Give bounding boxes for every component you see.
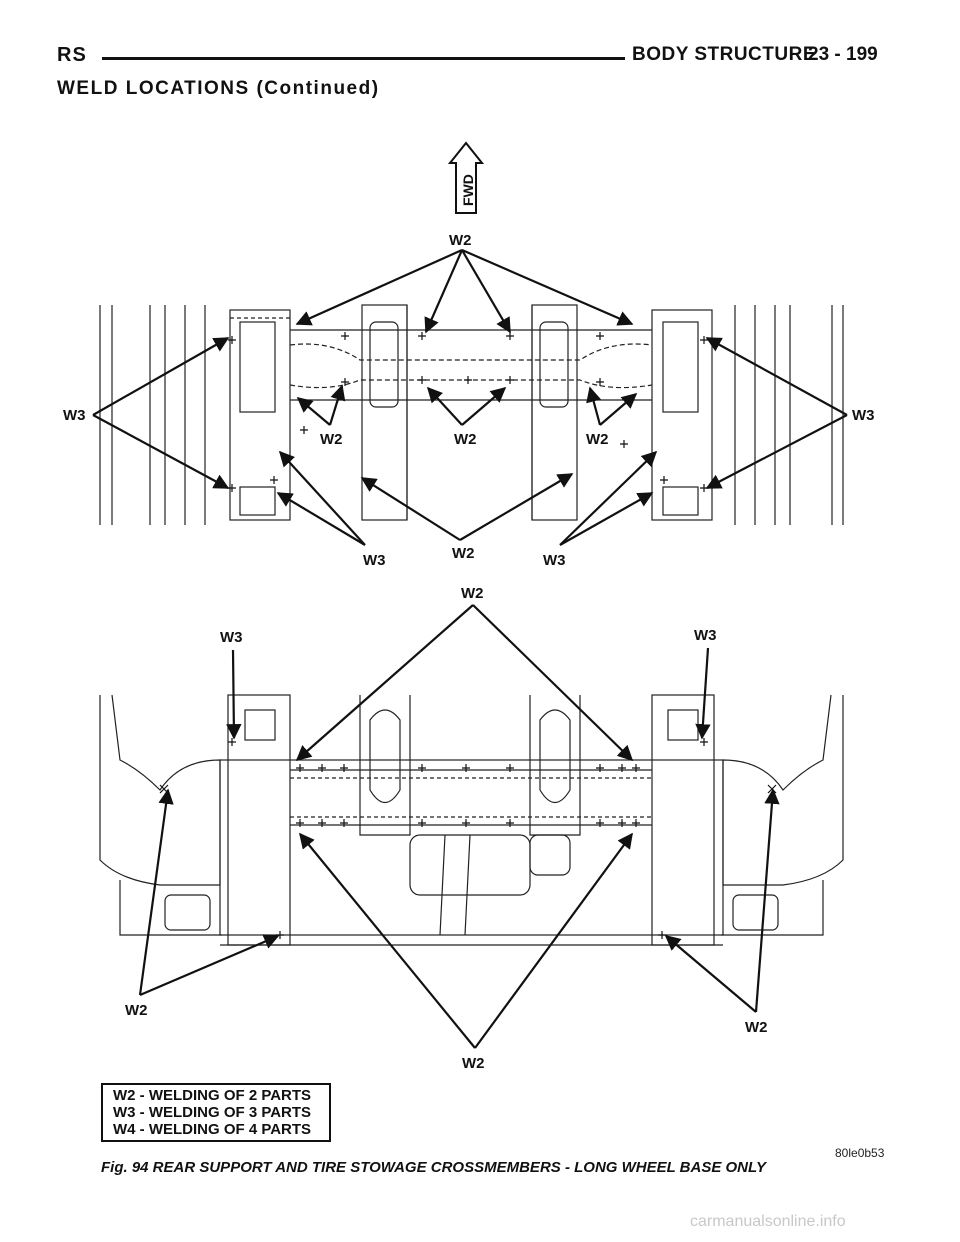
forward-arrow-icon: FWD	[447, 141, 485, 214]
weld-legend-box: W2 - WELDING OF 2 PARTS W3 - WELDING OF …	[101, 1083, 331, 1142]
callout-w2-lower-right: W2	[745, 1019, 768, 1036]
figure-caption: Fig. 94 REAR SUPPORT AND TIRE STOWAGE CR…	[101, 1159, 767, 1176]
top-view-structure	[99, 304, 844, 525]
header-section-title: BODY STRUCTURE	[632, 44, 816, 65]
callout-w2-bottom-center: W2	[452, 545, 475, 562]
callout-w3-bottom-right: W3	[543, 552, 566, 569]
callout-w2-mid-right: W2	[586, 431, 609, 448]
top-callout-leaders	[92, 248, 848, 546]
callout-w3-lower-left: W3	[220, 629, 243, 646]
fwd-label: FWD	[460, 174, 476, 206]
bottom-view-structure	[99, 694, 844, 946]
callout-w3-bottom-left: W3	[363, 552, 386, 569]
callout-w3-right: W3	[852, 407, 875, 424]
callout-w2-top: W2	[449, 232, 472, 249]
callout-w2-lower-bottom: W2	[462, 1055, 485, 1072]
callout-w2-mid-left: W2	[320, 431, 343, 448]
watermark-text: carmanualsonline.info	[690, 1213, 846, 1230]
legend-entry-w2: W2 - WELDING OF 2 PARTS	[113, 1087, 312, 1104]
callout-w3-left: W3	[63, 407, 86, 424]
bottom-callout-leaders	[138, 604, 780, 1049]
figure-code: 80le0b53	[835, 1146, 885, 1160]
callout-w2-lower-top: W2	[461, 585, 484, 602]
callout-w2-lower-left: W2	[125, 1002, 148, 1019]
header-rule	[102, 57, 625, 60]
section-subheading: WELD LOCATIONS (Continued)	[57, 78, 380, 99]
legend-entry-w4: W4 - WELDING OF 4 PARTS	[113, 1121, 312, 1138]
top-weld-marks	[228, 332, 708, 492]
callout-w3-lower-right: W3	[694, 627, 717, 644]
header-manual-code: RS	[57, 44, 87, 66]
bottom-weld-marks	[159, 738, 777, 939]
callout-w2-mid-center: W2	[454, 431, 477, 448]
header-page-number: 23 - 199	[808, 44, 878, 65]
legend-entry-w3: W3 - WELDING OF 3 PARTS	[113, 1104, 312, 1121]
